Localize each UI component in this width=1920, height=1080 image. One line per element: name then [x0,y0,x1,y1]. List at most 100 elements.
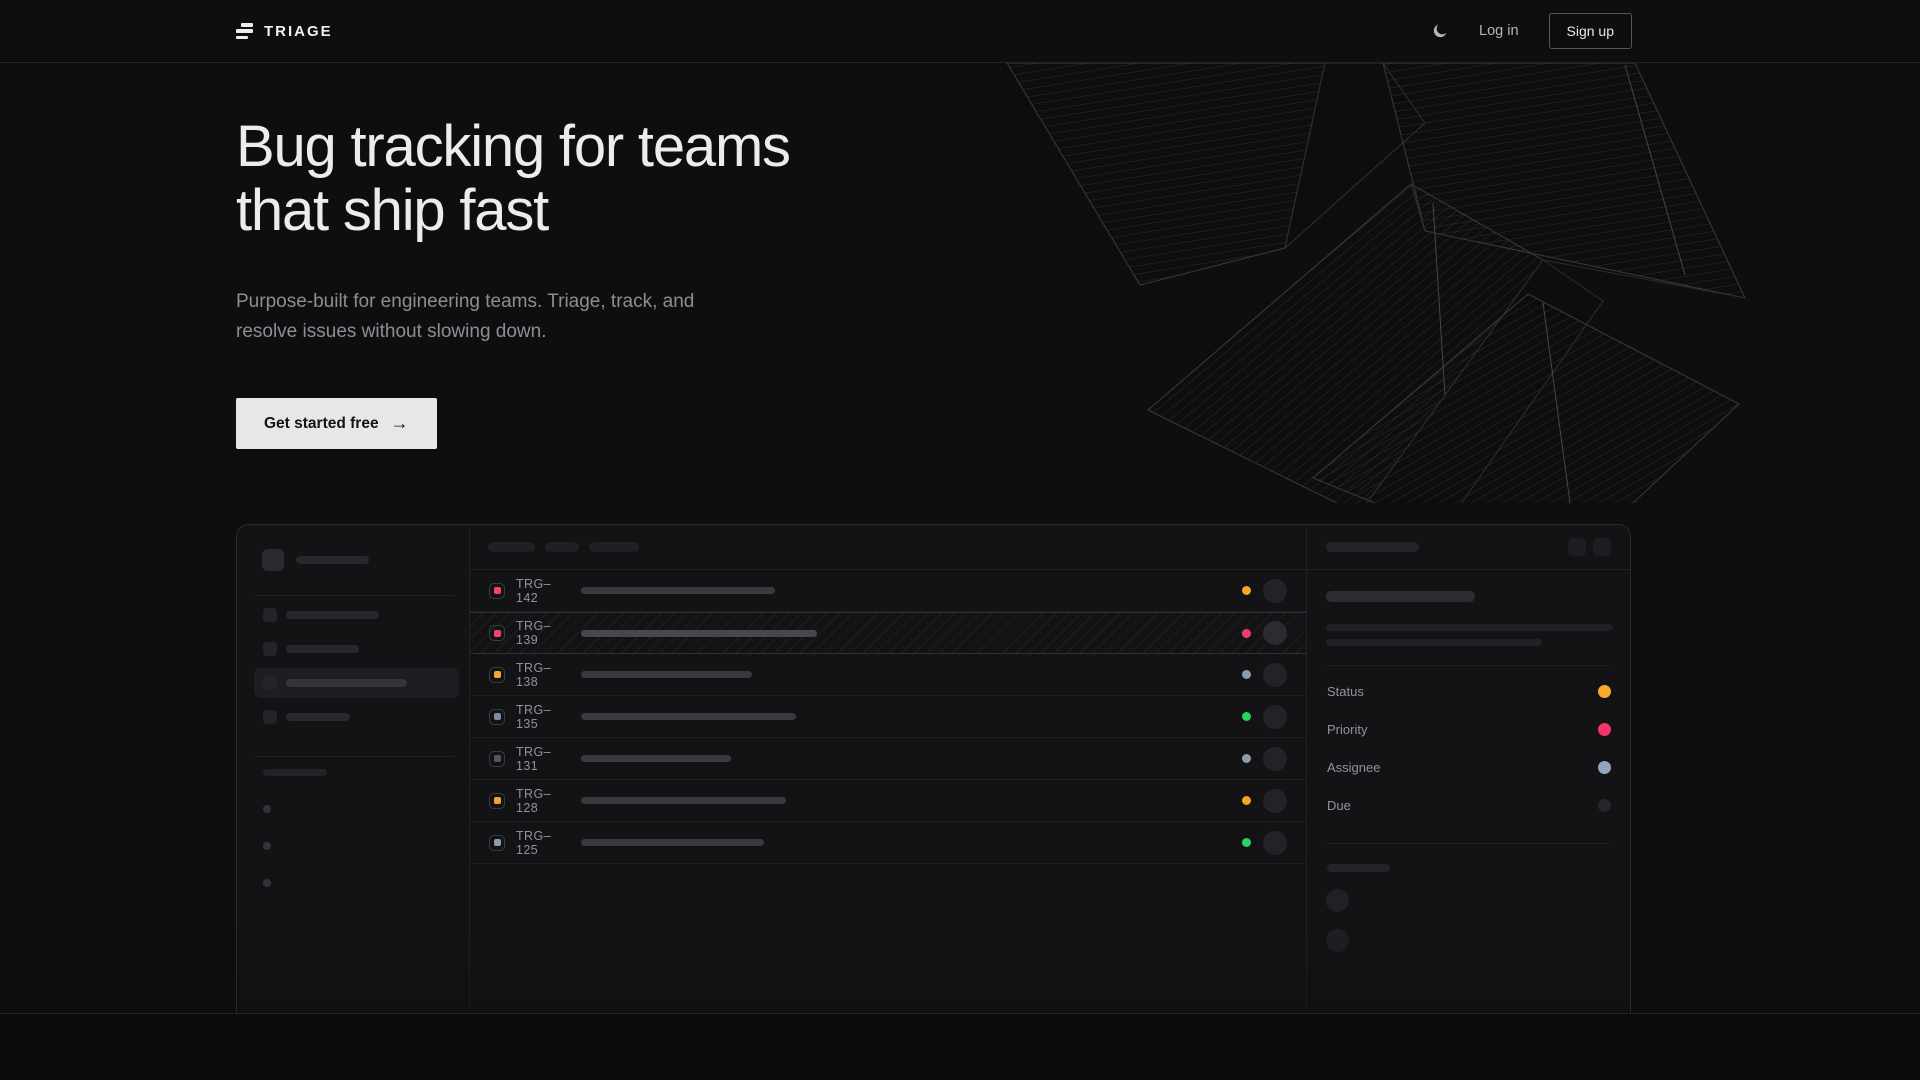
sidebar-item-4[interactable] [254,702,459,732]
get-started-label: Get started free [264,415,379,433]
issue-row[interactable]: TRG–128 [470,780,1306,822]
field-label: Status [1327,684,1364,699]
filter-pill-skeleton[interactable] [488,542,535,552]
sidebar-item-skeleton [286,645,359,653]
issue-title-skeleton [581,630,817,637]
hero-title-line2: that ship fast [236,178,548,243]
panel-divider [1326,665,1611,666]
issue-row[interactable]: TRG–142 [470,570,1306,612]
app-mockup-window: TRG–142TRG–139TRG–138TRG–135TRG–131TRG–1… [236,524,1631,1013]
filter-pill-skeleton[interactable] [589,542,639,552]
theme-toggle-button[interactable] [1431,22,1449,40]
sidebar-section-label-skeleton [263,769,327,776]
sidebar-item-skeleton [286,713,350,721]
sidebar-item-1[interactable] [254,600,459,630]
issue-description-skeleton [1326,624,1613,631]
issue-type-icon [489,751,505,767]
status-dot [1242,796,1251,805]
issue-title-skeleton [1326,591,1475,602]
assignee-avatar [1263,831,1287,855]
issue-row[interactable]: TRG–131 [470,738,1306,780]
footer-strip [0,1013,1920,1080]
signup-button[interactable]: Sign up [1549,13,1632,49]
issue-title-skeleton [581,755,731,762]
issue-title-skeleton [581,713,796,720]
issue-description-skeleton [1326,639,1542,646]
sidebar-bullet [263,842,271,850]
assignee-avatar [1263,621,1287,645]
field-label: Priority [1327,722,1367,737]
login-link[interactable]: Log in [1479,23,1519,39]
hero-title: Bug tracking for teams that ship fast [236,115,790,243]
assignee-avatar [1263,789,1287,813]
hero-subtitle: Purpose-built for engineering teams. Tri… [236,287,706,347]
issue-id: TRG–125 [516,829,570,857]
panel-divider [1326,843,1611,844]
issue-title-skeleton [581,839,764,846]
panel-action-button[interactable] [1593,538,1611,556]
sidebar-item-2[interactable] [254,634,459,664]
field-value-dot [1598,723,1611,736]
issue-row[interactable]: TRG–139 [470,612,1306,654]
panel-action-button[interactable] [1568,538,1586,556]
detail-field-row[interactable]: Assignee [1307,748,1630,786]
issue-type-icon [489,583,505,599]
brand-name: TRIAGE [264,23,333,40]
arrow-right-icon: → [391,413,409,434]
issue-title-skeleton [581,587,775,594]
issue-row[interactable]: TRG–138 [470,654,1306,696]
hero-section: Bug tracking for teams that ship fast Pu… [0,63,1920,1013]
issue-id: TRG–131 [516,745,570,773]
status-dot [1242,754,1251,763]
status-dot [1242,586,1251,595]
sidebar-item-3-active[interactable] [254,668,459,698]
sidebar-bullet [263,805,271,813]
issue-type-icon [489,625,505,641]
assignee-avatar [1263,747,1287,771]
assignee-avatar [1263,663,1287,687]
brand[interactable]: TRIAGE [236,23,333,40]
status-dot [1242,712,1251,721]
top-nav: TRIAGE Log in Sign up [0,0,1920,63]
workspace-avatar [262,549,284,571]
assignee-avatar [1263,705,1287,729]
sidebar-item-skeleton [286,611,379,619]
issue-id: TRG–138 [516,661,570,689]
detail-field-row[interactable]: Due [1307,786,1630,824]
sidebar-divider [253,595,455,596]
sidebar-item-skeleton [286,679,407,687]
filter-pill-skeleton[interactable] [545,542,579,552]
issue-row[interactable]: TRG–125 [470,822,1306,864]
activity-avatar-skeleton [1326,929,1349,952]
sidebar-item-icon [263,710,277,724]
workspace-name-skeleton [296,556,369,564]
activity-avatar-skeleton [1326,889,1349,912]
field-value-dot [1598,799,1611,812]
detail-title-skeleton [1326,542,1419,552]
status-dot [1242,670,1251,679]
get-started-button[interactable]: Get started free → [236,398,437,449]
field-label: Due [1327,798,1351,813]
moon-icon [1431,22,1449,40]
workspace-switcher[interactable] [237,549,469,571]
field-label: Assignee [1327,760,1380,775]
detail-field-row[interactable]: Priority [1307,710,1630,748]
issue-list-header [470,525,1306,570]
assignee-avatar [1263,579,1287,603]
detail-field-row[interactable]: Status [1307,672,1630,710]
issue-id: TRG–142 [516,577,570,605]
detail-panel-header [1307,525,1630,570]
issue-row[interactable]: TRG–135 [470,696,1306,738]
nav-actions: Log in Sign up [1431,13,1632,49]
issue-title-skeleton [581,671,752,678]
sidebar-item-icon [263,608,277,622]
status-dot [1242,838,1251,847]
issue-list: TRG–142TRG–139TRG–138TRG–135TRG–131TRG–1… [470,525,1307,1013]
sidebar-bullet [263,879,271,887]
panel-actions [1568,538,1611,556]
sidebar-divider [253,756,455,757]
issue-id: TRG–135 [516,703,570,731]
sidebar-item-icon [263,676,277,690]
issue-id: TRG–128 [516,787,570,815]
